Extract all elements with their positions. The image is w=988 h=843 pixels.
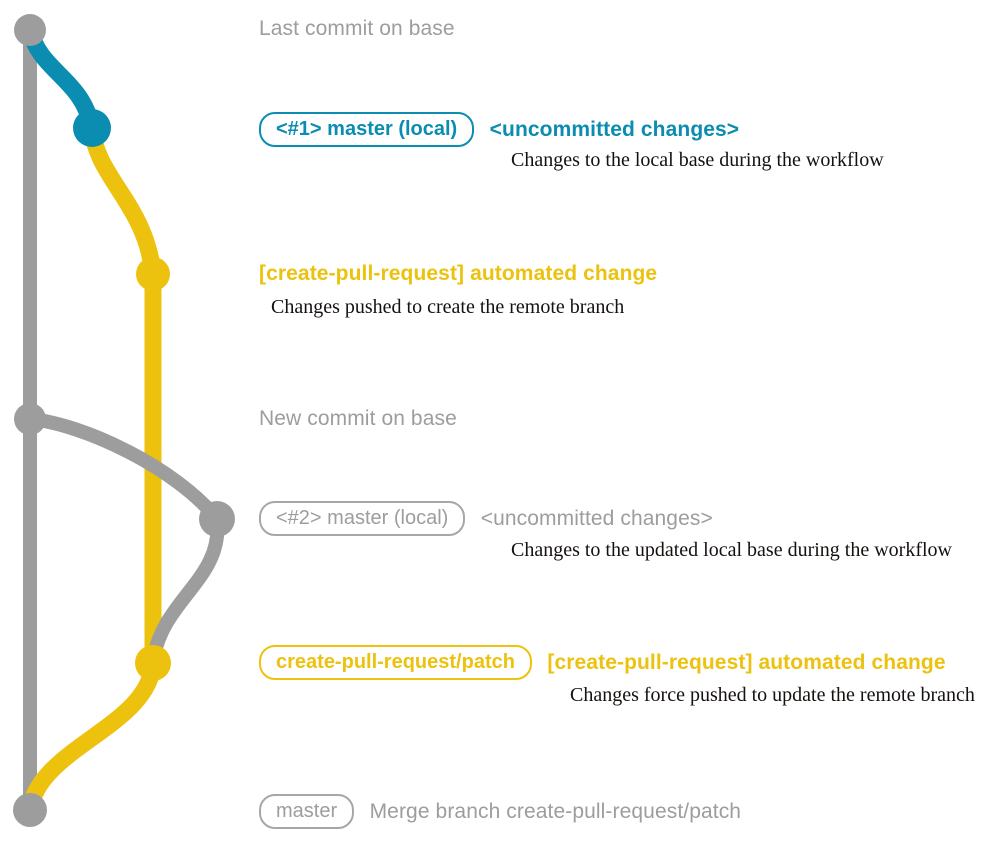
commit-dot-patch-2[interactable] [135,645,171,681]
row-new-commit: New commit on base [259,407,457,431]
row-merge: master Merge branch create-pull-request/… [259,794,741,829]
commit-dot-base-new[interactable] [14,403,46,435]
commit-subject-local-2: <uncommitted changes> [480,506,713,530]
commit-subject-base-last: Last commit on base [259,17,455,40]
branch-badge-master-local-2[interactable]: <#2> master (local) [259,501,466,536]
commit-subject-merge: Merge branch create-pull-request/patch [369,799,742,823]
row-local-1: <#1> master (local) <uncommitted changes… [259,112,739,147]
commit-dot-local-2[interactable] [199,501,235,537]
local2-to-patch2-line [146,512,225,670]
commit-description-patch-2: Changes force pushed to update the remot… [570,684,975,706]
base-to-local2-line [23,412,224,526]
commit-dot-base-last[interactable] [14,14,46,46]
branch-badge-master-local-1[interactable]: <#1> master (local) [259,112,475,147]
patch2-to-merge-line [21,654,162,819]
branch-badge-master[interactable]: master [259,794,355,829]
row-local-2: <#2> master (local) <uncommitted changes… [259,501,713,536]
commit-subject-base-new: New commit on base [259,407,457,430]
commit-dot-base-merge[interactable] [13,793,47,827]
commit-dot-local-1[interactable] [73,109,111,147]
commit-subject-patch-2: [create-pull-request] automated change [547,650,946,674]
row-patch-1: [create-pull-request] automated change [259,262,657,286]
commit-subject-patch-1: [create-pull-request] automated change [259,262,658,285]
row-last-commit: Last commit on base [259,17,455,41]
commit-description-local-2: Changes to the updated local base during… [511,539,952,561]
commit-subject-local-1: <uncommitted changes> [489,117,740,141]
commit-description-patch-1: Changes pushed to create the remote bran… [271,296,625,318]
commit-dot-patch-1[interactable] [136,257,170,291]
commit-description-local-1: Changes to the local base during the wor… [511,149,884,171]
branch-badge-create-pull-request-patch[interactable]: create-pull-request/patch [259,645,532,680]
row-patch-2: create-pull-request/patch [create-pull-r… [259,645,946,680]
